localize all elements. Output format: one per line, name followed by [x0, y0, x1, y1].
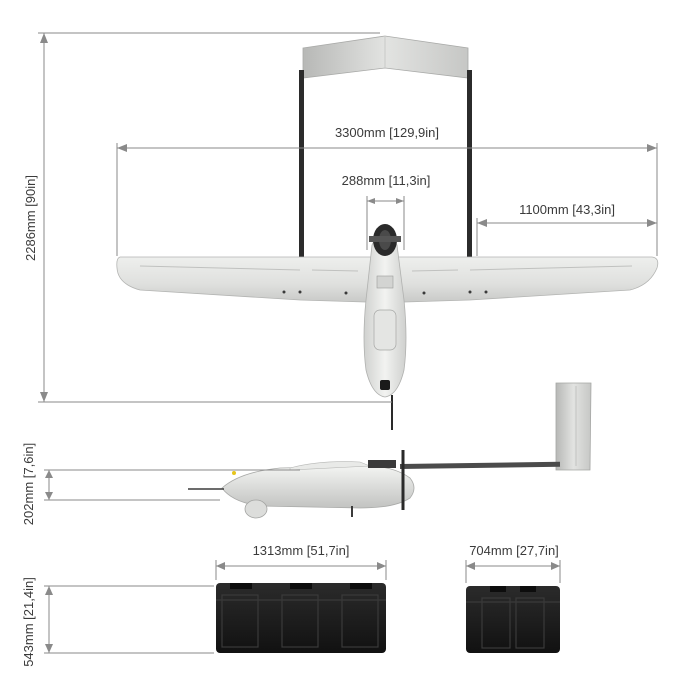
dim-small-case-width: 704mm [27,7in]: [465, 543, 561, 583]
case-height-label: 543mm [21,4in]: [21, 577, 36, 667]
wing-markers: [282, 290, 488, 295]
top-view: [116, 35, 659, 430]
dim-length: 2286mm [90in]: [23, 32, 392, 403]
dim-wingspan: 3300mm [129,9in]: [116, 125, 658, 256]
tail-boom-left: [299, 70, 304, 258]
fuselage-hatch: [373, 309, 397, 351]
side-height-label: 202mm [7,6in]: [21, 443, 36, 525]
large-case-width-label: 1313mm [51,7in]: [253, 543, 350, 558]
dim-large-case-width: 1313mm [51,7in]: [215, 543, 387, 580]
small-case: [466, 586, 560, 653]
dim-case-height: 543mm [21,4in]: [21, 577, 214, 667]
outer-wing-label: 1100mm [43,3in]: [519, 202, 615, 217]
small-case-width-label: 704mm [27,7in]: [469, 543, 559, 558]
side-tail-boom: [399, 461, 561, 469]
side-view: [188, 382, 592, 519]
side-camera-gimbal: [244, 499, 268, 519]
length-label: 2286mm [90in]: [23, 175, 38, 261]
aileron-lines: [139, 265, 633, 272]
dim-side-height: 202mm [7,6in]: [21, 443, 300, 525]
tail-boom-right: [467, 70, 472, 258]
side-tail-fin: [555, 382, 592, 471]
dim-fuselage-width: 288mm [11,3in]: [342, 173, 431, 250]
dim-outer-wing: 1100mm [43,3in]: [476, 202, 657, 256]
camera-window: [380, 380, 390, 390]
fuselage-width-label: 288mm [11,3in]: [342, 173, 431, 188]
v-tail: [302, 35, 469, 79]
wingspan-label: 3300mm [129,9in]: [335, 125, 439, 140]
large-case: [216, 583, 386, 653]
engine-hub: [369, 224, 401, 289]
